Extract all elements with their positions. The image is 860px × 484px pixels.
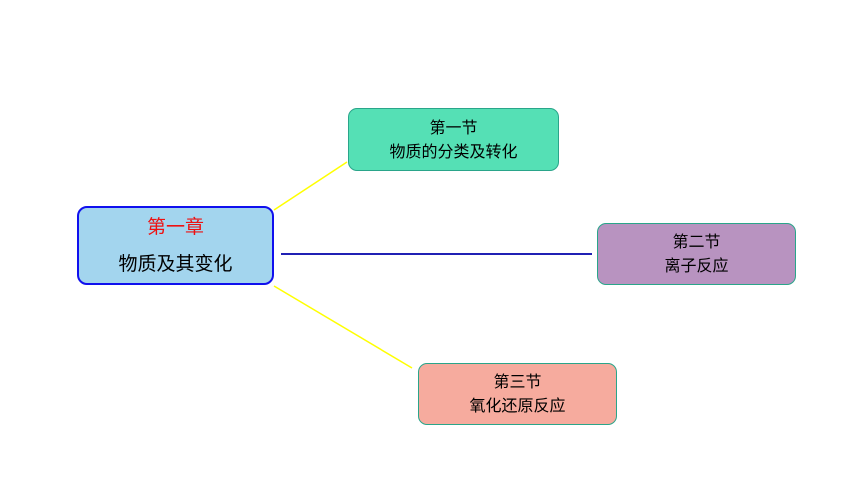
section-node-3[interactable]: 第三节 氧化还原反应 <box>418 363 617 425</box>
connector-to-section-1 <box>273 161 348 211</box>
section-node-1[interactable]: 第一节 物质的分类及转化 <box>348 108 559 171</box>
connector-to-section-3 <box>273 285 413 369</box>
section-number: 第三节 <box>493 372 542 391</box>
section-node-2[interactable]: 第二节 离子反应 <box>597 223 796 285</box>
chapter-title: 物质及其变化 <box>118 253 233 275</box>
section-title: 离子反应 <box>664 256 729 275</box>
section-title: 物质的分类及转化 <box>389 141 518 161</box>
chapter-label: 第一章 <box>146 216 204 238</box>
chapter-node[interactable]: 第一章 物质及其变化 <box>77 206 274 285</box>
section-title: 氧化还原反应 <box>469 396 566 415</box>
section-number: 第一节 <box>429 117 478 137</box>
section-number: 第二节 <box>672 232 721 251</box>
